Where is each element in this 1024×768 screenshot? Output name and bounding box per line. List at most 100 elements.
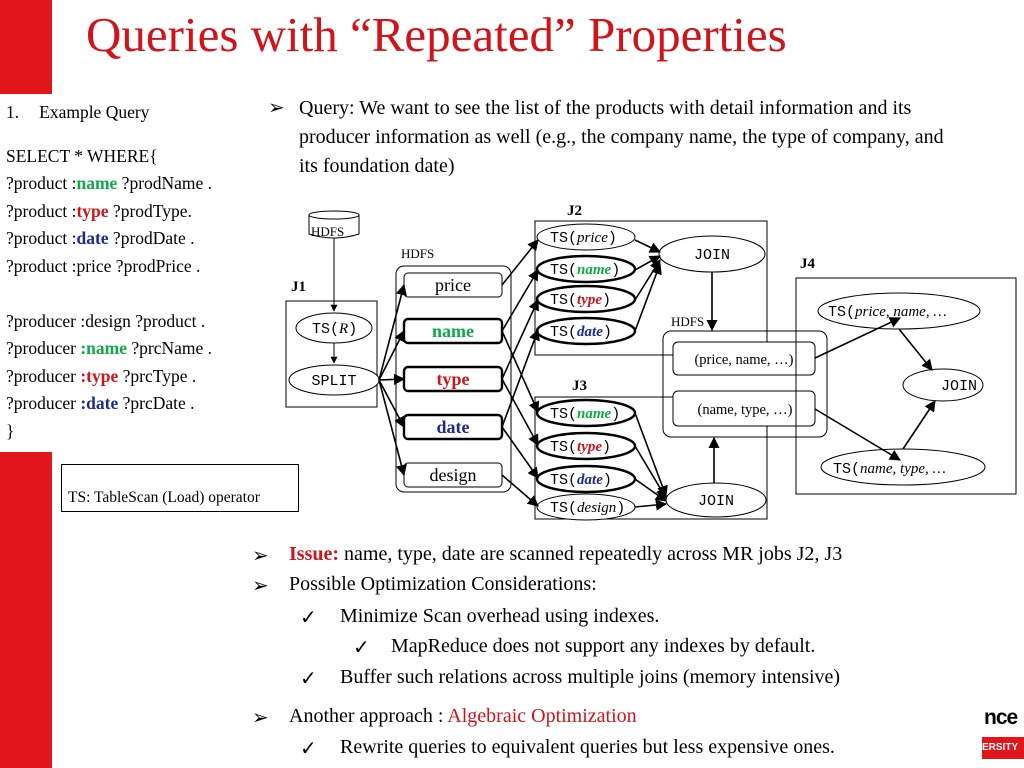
join-label: JOIN [941, 378, 977, 395]
property-label-price: price [435, 275, 471, 295]
intermediate-result-2-label: (name, type, …) [697, 402, 792, 418]
flow-arrow [634, 239, 662, 253]
heading-text: Example Query [39, 102, 150, 122]
predicate-keyword: :date [80, 393, 119, 413]
j2-ts-price-node [536, 223, 636, 251]
mapreduce-bullet: ✓ MapReduce does not support any indexes… [353, 635, 816, 659]
logo-text-bottom: ERSITY [982, 737, 1024, 759]
slide-title: Queries with “Repeated” Properties [86, 7, 787, 62]
j4-label: J4 [800, 256, 816, 272]
query-text: ?prodDate . [108, 228, 195, 248]
j3-ts-name-label: TS(name) [550, 406, 620, 423]
j1-label: J1 [291, 279, 306, 295]
hdfs-cylinder-j1: HDFS [308, 210, 360, 239]
query-line: ?product :name ?prodName . [0, 170, 290, 198]
flow-arrow [634, 499, 668, 511]
property-label-name: name [432, 321, 474, 341]
university-logo: nce ERSITY [982, 706, 1024, 768]
checkmark-icon: ✓ [300, 668, 317, 690]
flow-arrow [501, 330, 540, 414]
j2-ts-name-label: TS(name) [550, 262, 620, 279]
red-accent-bar-top [0, 0, 52, 94]
intermediate-hdfs-store [662, 330, 828, 438]
flow-arrow [634, 412, 668, 498]
flow-arrow [378, 283, 407, 381]
flow-arrow [378, 379, 405, 428]
query-description: ➢ Query: We want to see the list of the … [268, 94, 948, 181]
sparql-query: SELECT * WHERE{?product :name ?prodName … [0, 143, 290, 446]
intermediate-result-2 [672, 390, 816, 427]
bullet-arrow-icon: ➢ [252, 707, 269, 729]
possible-bullet: ➢ Possible Optimization Considerations: [252, 573, 597, 597]
j4-ts-name-label: TS(name, type, … [833, 461, 946, 478]
query-text: ?prcType . [118, 365, 197, 386]
query-text: ?prcDate . [118, 393, 195, 413]
j4-box [795, 277, 1017, 495]
algebraic-optimization-text: Algebraic Optimization [447, 705, 637, 727]
query-line: ?producer :date ?prcDate . [0, 390, 290, 418]
minimize-bullet: ✓ Minimize Scan overhead using indexes. [300, 605, 659, 629]
j2-ts-date-label: TS(date) [550, 324, 612, 341]
issue-text: name, type, date are scanned repeatedly … [339, 543, 843, 565]
list-number: 1. [6, 102, 20, 122]
bullet-arrow-icon: ➢ [268, 97, 285, 119]
query-line: SELECT * WHERE{ [0, 143, 290, 171]
flow-arrow [501, 378, 539, 446]
flow-arrow [501, 269, 539, 332]
mapreduce-text: MapReduce does not support any indexes b… [391, 635, 816, 657]
query-text: ?product : [6, 173, 77, 193]
flow-arrow [902, 400, 936, 450]
query-text: ?producer [6, 338, 81, 358]
query-text: } [6, 420, 15, 441]
flow-arrow [814, 317, 902, 359]
flow-arrow [378, 373, 406, 385]
query-line: ?producer :type ?prcType . [0, 363, 290, 391]
predicate-keyword: :name [80, 338, 127, 358]
query-text: ?producer [6, 365, 81, 386]
query-text: ?prodName . [117, 173, 213, 193]
bullet-arrow-icon: ➢ [252, 545, 269, 567]
j3-ts-type-label: TS(type) [550, 439, 611, 456]
intermediate-result-1 [672, 341, 816, 376]
flow-arrow [501, 298, 539, 380]
query-text: ?product : [6, 228, 77, 248]
j4-ts-price-label: TS(price, name, … [828, 304, 947, 321]
flow-arrow [634, 445, 667, 499]
flow-arrow [634, 478, 667, 502]
predicate-keyword: name [76, 173, 118, 193]
possible-text: Possible Optimization Considerations: [289, 573, 597, 595]
issue-label: Issue: [289, 543, 340, 565]
predicate-keyword: date [76, 228, 109, 248]
hdfs-label: HDFS [401, 246, 434, 261]
hdfs-label: HDFS [671, 314, 704, 329]
example-query-panel: 1.Example Query SELECT * WHERE{?product … [0, 94, 290, 452]
query-line: ?producer :name ?prcName . [0, 335, 290, 363]
query-line: } [0, 418, 290, 446]
checkmark-icon: ✓ [300, 738, 317, 760]
query-description-text: Query: We want to see the list of the pr… [299, 97, 944, 177]
flow-arrow [501, 426, 539, 479]
flow-arrow [501, 328, 540, 428]
flow-arrow [814, 408, 901, 461]
hdfs-label: HDFS [311, 224, 344, 239]
rewrite-bullet: ✓ Rewrite queries to equivalent queries … [300, 736, 835, 760]
flow-arrow [898, 328, 933, 371]
query-text: ?product :price ?prodPrice . [6, 255, 201, 276]
flow-arrow [378, 330, 405, 381]
split-label: SPLIT [311, 373, 356, 390]
j3-box [534, 396, 768, 520]
issue-bullet: ➢ Issue: name, type, date are scanned re… [252, 543, 843, 567]
j3-ts-design-label: TS(design) [550, 500, 625, 517]
join-label: JOIN [694, 247, 730, 264]
query-text: ?prodType. [108, 200, 192, 221]
j2-box [534, 220, 768, 356]
buffer-text: Buffer such relations across multiple jo… [340, 666, 841, 688]
query-line: ?producer :design ?product . [0, 308, 290, 336]
j4-join-node [902, 368, 984, 402]
checkmark-icon: ✓ [300, 607, 317, 629]
flow-arrow [501, 239, 539, 286]
query-text: ?prcName . [127, 338, 213, 358]
another-bullet: ➢ Another approach : Algebraic Optimizat… [252, 705, 637, 729]
bullet-arrow-icon: ➢ [252, 575, 269, 597]
